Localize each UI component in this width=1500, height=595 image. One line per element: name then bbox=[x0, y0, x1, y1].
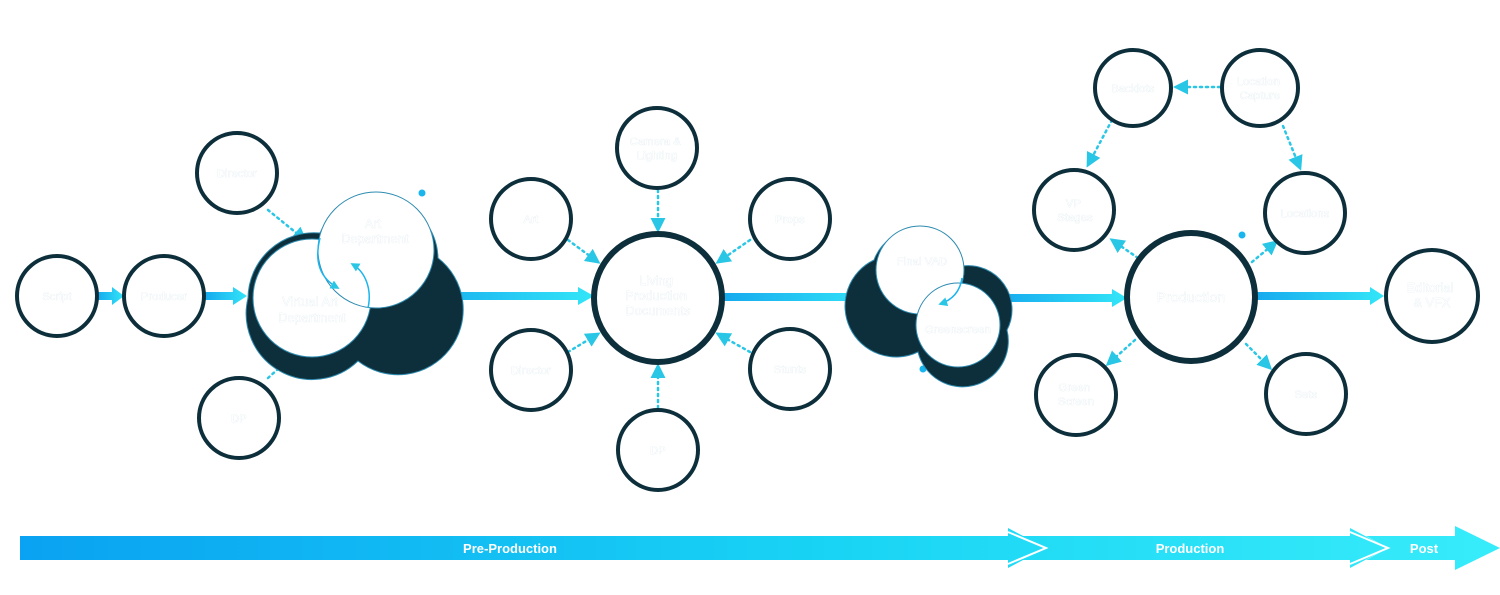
props-label: Props bbox=[775, 214, 805, 226]
director-a-label: Director bbox=[217, 168, 257, 180]
greenscreen-label: Greenscreen bbox=[925, 324, 991, 336]
locations-node[interactable] bbox=[1263, 171, 1347, 255]
phase-divider bbox=[1007, 531, 1049, 565]
production-node[interactable] bbox=[1124, 230, 1258, 364]
dp-a-node[interactable] bbox=[197, 376, 281, 460]
connector-production-sets bbox=[1244, 342, 1273, 371]
connector-art-living bbox=[566, 238, 601, 264]
location-capture-node[interactable] bbox=[1220, 48, 1300, 128]
virtual-art-department-group: Virtual Art Department Art Department bbox=[245, 191, 464, 381]
art-label: Art bbox=[524, 214, 539, 226]
camera-lighting-node[interactable] bbox=[615, 106, 699, 190]
backlots-node[interactable] bbox=[1093, 48, 1173, 128]
greenscreen-node[interactable] bbox=[915, 282, 1001, 368]
director-a-node[interactable] bbox=[195, 131, 279, 215]
dotted-connectors bbox=[266, 79, 1303, 410]
connector-production-vp bbox=[1109, 238, 1140, 260]
green-screen-label: Green Screen bbox=[1058, 382, 1094, 408]
connector-director-living bbox=[566, 332, 601, 354]
dp-b-label: DP bbox=[650, 445, 666, 457]
main-flow-arrows bbox=[97, 287, 1384, 307]
arrow-producer-vad bbox=[205, 287, 247, 305]
vad-cycle-arrow bbox=[317, 237, 340, 289]
art-node[interactable] bbox=[489, 177, 573, 261]
connector-backlots-vp bbox=[1086, 118, 1114, 168]
art-department-label: Art Department bbox=[341, 217, 409, 246]
sets-node[interactable] bbox=[1264, 352, 1348, 436]
arrow-vad-living bbox=[412, 287, 594, 305]
vp-stages-node[interactable] bbox=[1032, 168, 1116, 252]
final-vad-group: Final VAD Greenscreen bbox=[844, 225, 1013, 388]
sets-label: Sets bbox=[1295, 389, 1318, 401]
green-screen-node[interactable] bbox=[1034, 353, 1118, 437]
backlots-label: Backlots bbox=[1111, 83, 1154, 95]
arrow-vad2-production bbox=[997, 289, 1127, 307]
final-vad-label: Final VAD bbox=[897, 256, 948, 268]
connector-stunts-living bbox=[715, 332, 752, 354]
phase-label-pre: Pre-Production bbox=[463, 541, 557, 556]
phase-timeline: Pre-Production Production Post bbox=[20, 526, 1500, 570]
script-label: Script bbox=[42, 291, 71, 303]
dp-b-node[interactable] bbox=[616, 408, 700, 492]
accent-dot bbox=[1238, 231, 1246, 239]
dp-a-label: DP bbox=[231, 413, 247, 425]
props-node[interactable] bbox=[748, 177, 832, 261]
arrow-production-editorial bbox=[1255, 287, 1384, 305]
editorial-vfx-label: Editorial & VFX bbox=[1407, 281, 1458, 310]
connector-director-vad bbox=[266, 208, 308, 242]
phase-post bbox=[1366, 526, 1500, 570]
director-b-node[interactable] bbox=[489, 328, 573, 412]
production-label: Production bbox=[1157, 289, 1226, 305]
producer-label: Producer bbox=[141, 291, 187, 303]
connector-locationcapture-locations bbox=[1281, 124, 1303, 171]
connector-production-greenscreen bbox=[1105, 338, 1137, 366]
connector-production-locations bbox=[1250, 240, 1279, 264]
phase-label-post: Post bbox=[1410, 541, 1439, 556]
editorial-vfx-node[interactable] bbox=[1384, 248, 1480, 344]
arrow-living-vad2 bbox=[722, 288, 877, 306]
living-docs-label: Living Production Documents bbox=[625, 274, 690, 318]
vp-stages-label: VP Stages bbox=[1057, 198, 1093, 224]
living-docs-node[interactable] bbox=[591, 231, 725, 365]
connector-props-living bbox=[715, 238, 752, 264]
accent-dot bbox=[418, 189, 426, 197]
camera-lighting-label: Camera & Lighting bbox=[630, 136, 684, 162]
vad-cycle-arrow bbox=[350, 263, 370, 309]
phase-label-production: Production bbox=[1156, 541, 1225, 556]
director-b-label: Director bbox=[511, 365, 551, 377]
script-node[interactable] bbox=[15, 254, 99, 338]
stunts-node[interactable] bbox=[748, 327, 832, 411]
producer-node[interactable] bbox=[122, 254, 206, 338]
phase-pre-production bbox=[20, 528, 1046, 568]
art-department-node[interactable] bbox=[317, 191, 435, 309]
locations-label: Locations bbox=[1281, 208, 1330, 220]
location-capture-label: Location Capture bbox=[1237, 76, 1283, 102]
phase-production bbox=[1022, 528, 1388, 568]
vad-label: Virtual Art Department bbox=[278, 295, 346, 325]
arrow-script-producer bbox=[97, 287, 124, 305]
simple-nodes: Script Producer Director DP Art Camera &… bbox=[15, 48, 1480, 492]
stunts-label: Stunts bbox=[774, 364, 807, 376]
final-vad-cycle-arrow bbox=[938, 277, 963, 306]
phase-divider bbox=[1349, 531, 1391, 565]
